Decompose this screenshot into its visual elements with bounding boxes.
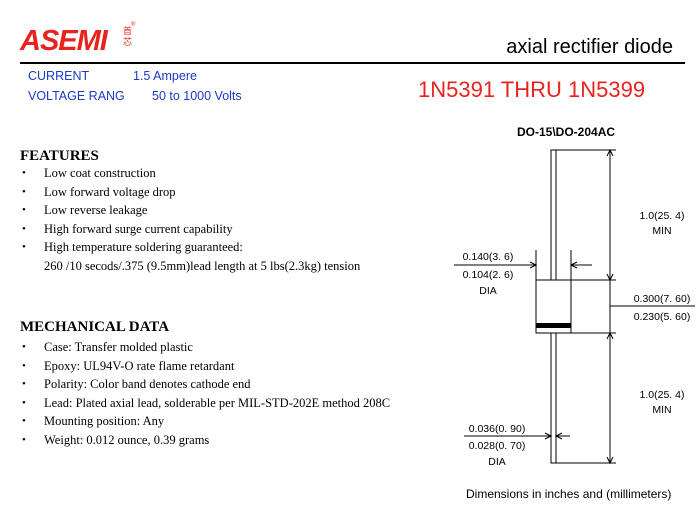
list-item: •Polarity: Color band denotes cathode en…	[20, 375, 440, 394]
bullet-icon: •	[22, 359, 26, 372]
body-diameter-min: 0.104(2. 6)	[463, 269, 514, 281]
body-diameter-dimension	[454, 250, 592, 280]
spec-current-value: 1.5 Ampere	[133, 69, 197, 83]
list-item: •Low forward voltage drop	[20, 183, 440, 202]
header-divider	[20, 62, 685, 64]
list-item: •Epoxy: UL94V-O rate flame retardant	[20, 357, 440, 376]
dimensions-note: Dimensions in inches and (millimeters)	[466, 487, 672, 501]
list-item: •Weight: 0.012 ounce, 0.39 grams	[20, 431, 440, 450]
list-item: •Case: Transfer molded plastic	[20, 338, 440, 357]
lead-diameter-min: 0.028(0. 70)	[469, 440, 526, 452]
bullet-icon: •	[22, 241, 26, 253]
spec-voltage-value: 50 to 1000 Volts	[152, 89, 242, 103]
bullet-icon: •	[22, 378, 26, 390]
asemi-logo: ASEMI 首芯 ®	[20, 22, 138, 57]
logo-chinese-mark: 首芯	[123, 27, 133, 48]
bullet-icon: •	[22, 396, 26, 409]
bottom-lead	[550, 332, 557, 464]
bullet-icon: •	[22, 341, 26, 353]
soldering-note: 260 /10 secods/.375 (9.5mm)lead length a…	[44, 258, 361, 273]
lead-diameter-dimension	[464, 432, 570, 440]
mechanical-list: •Case: Transfer molded plastic •Epoxy: U…	[20, 338, 440, 449]
bottom-lead-length: 1.0(25. 4)	[640, 389, 685, 401]
top-lead-min: MIN	[652, 225, 671, 237]
document-subtitle: axial rectifier diode	[506, 36, 673, 58]
mechanical-heading: MECHANICAL DATA	[20, 319, 170, 335]
spec-current-label: CURRENT	[28, 69, 90, 83]
top-lead-length: 1.0(25. 4)	[640, 210, 685, 222]
cathode-band	[536, 323, 571, 328]
bullet-icon: •	[22, 433, 26, 446]
list-item: •Low coat construction	[20, 164, 440, 183]
list-item: •Low reverse leakage	[20, 201, 440, 220]
spec-voltage-label: VOLTAGE RANG	[28, 89, 125, 103]
registered-mark: ®	[131, 22, 136, 28]
bottom-lead-dimension	[556, 331, 616, 465]
body-length-dimension	[571, 280, 695, 334]
list-item: •Mounting position: Any	[20, 412, 440, 431]
body-length-max: 0.300(7. 60)	[634, 293, 691, 305]
top-lead-dimension	[556, 148, 616, 282]
bullet-icon: •	[22, 185, 26, 198]
body-diameter-max: 0.140(3. 6)	[463, 251, 514, 263]
bullet-icon: •	[22, 415, 26, 427]
list-item: •High temperature soldering guaranteed:	[20, 238, 440, 257]
body-length-min: 0.230(5. 60)	[634, 311, 691, 323]
bottom-lead-min: MIN	[652, 404, 671, 416]
features-list: •Low coat construction •Low forward volt…	[20, 164, 440, 275]
top-lead	[550, 149, 557, 281]
lead-diameter-label: DIA	[488, 456, 506, 468]
part-number-range: 1N5391 THRU 1N5399	[418, 77, 646, 102]
bullet-icon: •	[22, 167, 26, 179]
logo-wordmark: ASEMI	[20, 25, 108, 57]
package-title: DO-15\DO-204AC	[517, 125, 616, 139]
package-outline-diagram: 1.0(25. 4) MIN 0.300(7. 60) 0.230(5. 60)…	[454, 148, 695, 468]
list-item: •High forward surge current capability	[20, 220, 440, 239]
lead-diameter-max: 0.036(0. 90)	[469, 423, 526, 435]
features-heading: FEATURES	[20, 148, 99, 164]
bullet-icon: •	[22, 204, 26, 216]
list-item: •Lead: Plated axial lead, solderable per…	[20, 394, 440, 413]
bullet-icon: •	[22, 222, 26, 235]
body-diameter-label: DIA	[479, 285, 497, 297]
